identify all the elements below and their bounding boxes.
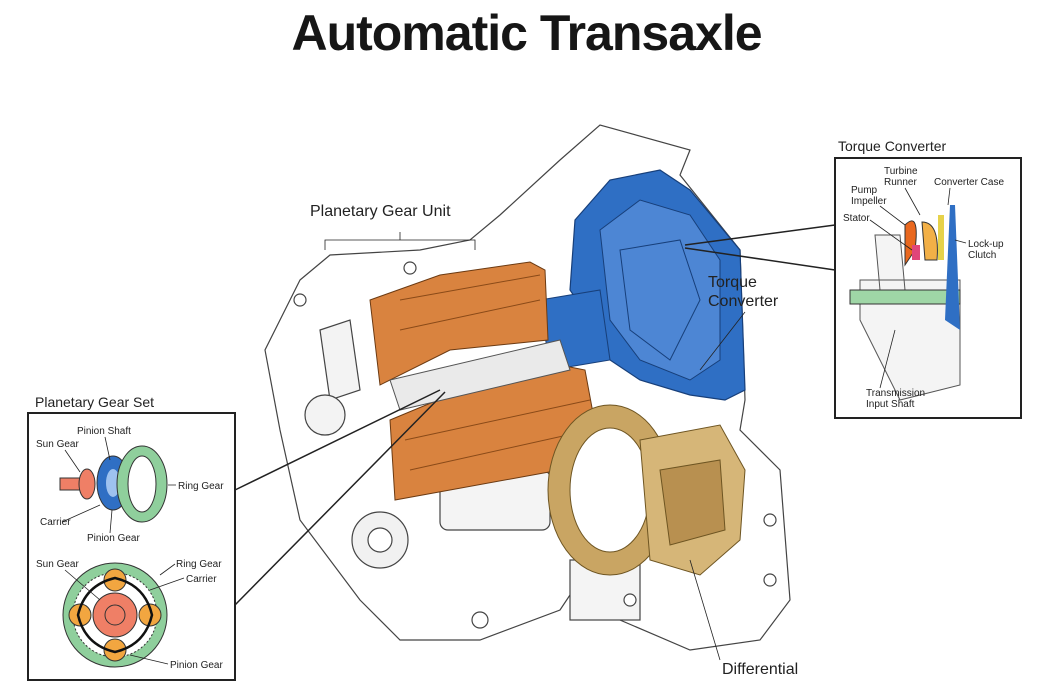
planetary-gear-unit [369, 261, 599, 501]
lockup-clutch-label: Lock-up [968, 239, 1004, 250]
turbine-runner-label: Turbine [884, 166, 918, 177]
pinion-shaft-label: Pinion Shaft [77, 426, 131, 437]
turbine-runner-label-2: Runner [884, 177, 917, 188]
front-pinion-gear-label: Pinion Gear [170, 660, 223, 671]
front-ring-gear-label: Ring Gear [176, 559, 222, 570]
torque-converter-inset: Torque Converter Turbine Runner Converte… [834, 138, 1022, 419]
pump-impeller-label: Pump [851, 185, 878, 196]
sun-gear-label: Sun Gear [36, 439, 79, 450]
converter-case-label: Converter Case [934, 177, 1004, 188]
front-carrier-label: Carrier [186, 574, 217, 585]
pump-impeller-label-2: Impeller [851, 196, 887, 207]
planetary-gear-unit-label: Planetary Gear Unit [310, 203, 451, 220]
torque-converter-label-2: Converter [708, 293, 779, 310]
pinion-gear-label: Pinion Gear [87, 533, 140, 544]
torque-converter-inset-heading: Torque Converter [838, 138, 947, 154]
differential-label: Differential [722, 661, 798, 678]
carrier-label: Carrier [40, 517, 71, 528]
torque-converter-housing [539, 169, 746, 401]
input-shaft-label: Transmission [866, 388, 925, 399]
page-title: Automatic Transaxle [291, 5, 762, 61]
input-shaft-label-2: Input Shaft [866, 399, 915, 410]
stator-label: Stator [843, 213, 870, 224]
lockup-clutch-label-2: Clutch [968, 250, 996, 261]
planetary-gear-set-heading: Planetary Gear Set [35, 394, 154, 410]
planetary-gear-set-inset: Planetary Gear Set Pinion Shaft Sun Gear… [27, 394, 236, 681]
differential-gear [547, 404, 746, 576]
front-sun-gear-label: Sun Gear [36, 559, 79, 570]
ring-gear-label: Ring Gear [178, 481, 224, 492]
torque-converter-label-1: Torque [708, 274, 757, 291]
